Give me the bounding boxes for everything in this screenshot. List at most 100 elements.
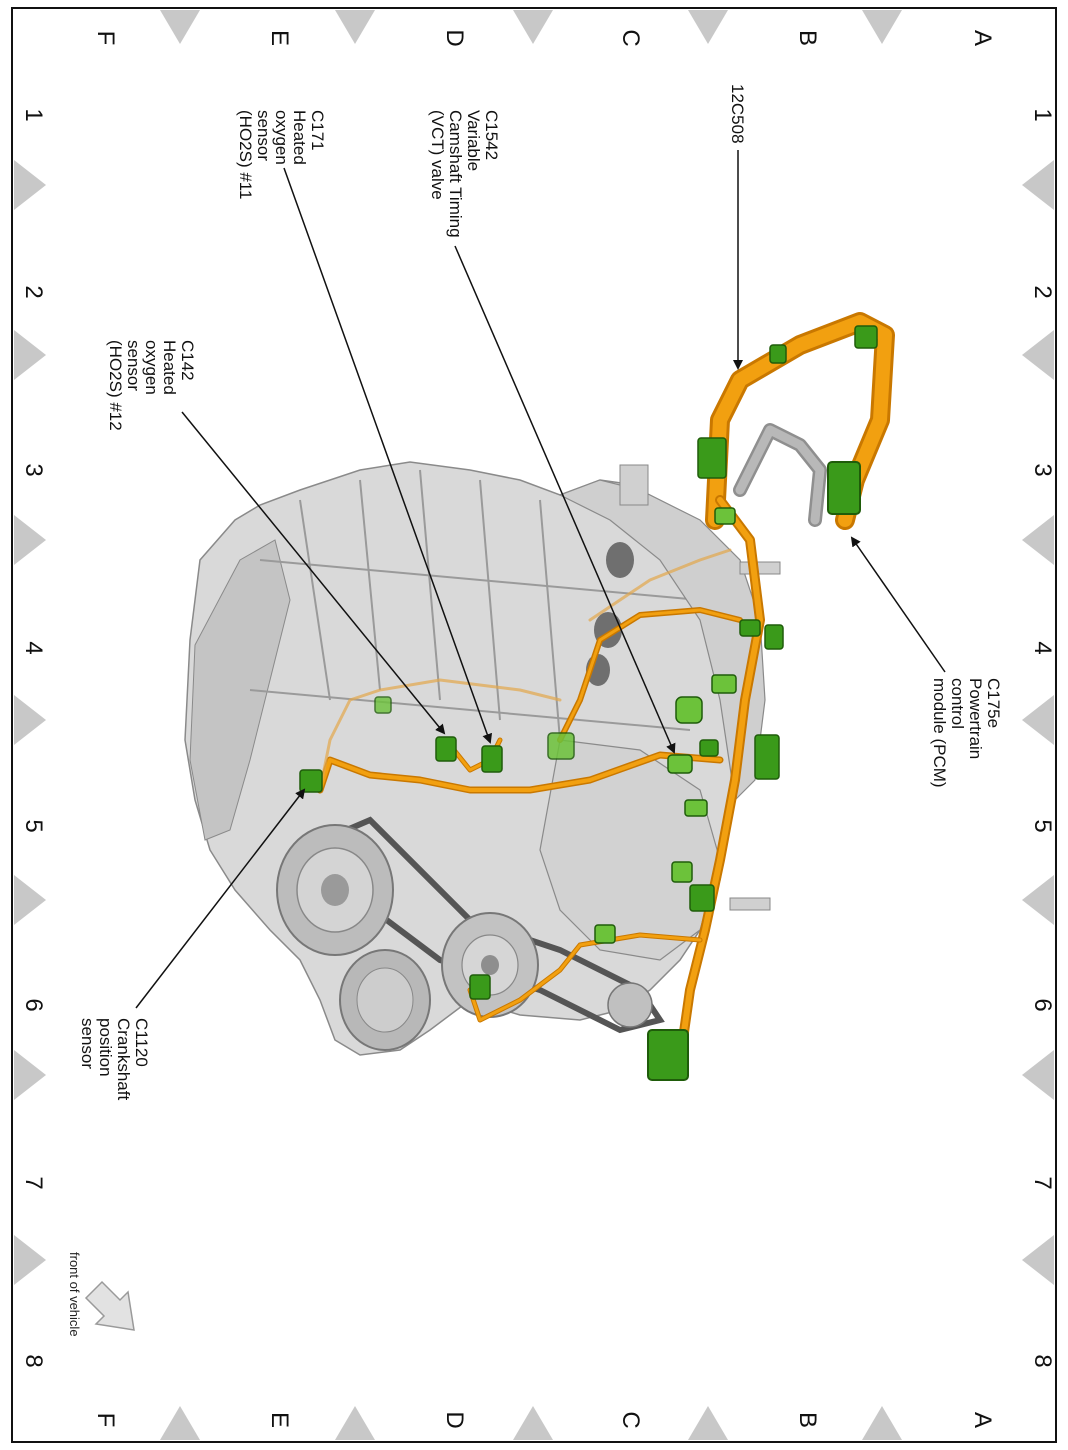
col-number-right-6: 6 — [1029, 998, 1056, 1011]
connector-right-3 — [711, 674, 737, 694]
connector-c1542 — [667, 754, 693, 774]
connector-c171 — [481, 745, 503, 773]
callout-c142-line-3: oxygen — [142, 340, 161, 395]
oil-pan — [189, 539, 291, 841]
connector-center-2 — [374, 696, 392, 714]
connector-mid-4 — [594, 924, 616, 944]
callout-12c508: 12C508 — [728, 84, 747, 144]
col-number-left-7: 7 — [20, 1176, 47, 1189]
callout-c1120-line-4: sensor — [78, 1018, 97, 1069]
row-letter-top-b: B — [794, 30, 821, 46]
connector-mid-2 — [671, 861, 693, 883]
callout-c142-line-5: (HO2S) #12 — [106, 340, 125, 431]
connector-top-4 — [714, 507, 736, 525]
col-number-right-4: 4 — [1029, 641, 1056, 654]
callout-c171: C171 Heated oxygen sensor (HO2S) #11 — [236, 110, 327, 199]
connector-right-2 — [764, 624, 784, 650]
callout-c142-line-4: sensor — [124, 340, 143, 391]
grid-column-numbers: 1 2 3 4 5 6 7 8 1 2 3 4 5 6 7 8 — [20, 108, 1056, 1367]
row-letter-top-c: C — [617, 29, 644, 46]
col-number-left-3: 3 — [20, 463, 47, 476]
connector-right-4 — [675, 696, 703, 724]
callout-c1120-line-3: position — [96, 1018, 115, 1077]
col-number-left-8: 8 — [20, 1354, 47, 1367]
connector-top-2 — [769, 344, 787, 364]
callout-c1120-line-2: Crankshaft — [114, 1018, 133, 1100]
crankshaft-pulley — [276, 824, 394, 956]
callout-c1542-line-3: Camshaft Timing — [446, 110, 465, 238]
callout-c171-line-1: C171 — [308, 110, 327, 151]
col-number-right-2: 2 — [1029, 285, 1056, 298]
front-of-vehicle-indicator: front of vehicle — [67, 1252, 135, 1337]
callout-c142-line-1: C142 — [178, 340, 197, 381]
callout-c171-line-5: (HO2S) #11 — [236, 110, 255, 199]
diagram-frame — [11, 7, 1057, 1443]
grid-triangles — [14, 10, 1054, 1440]
tensioner-pulley — [607, 982, 653, 1028]
col-number-left-2: 2 — [20, 285, 47, 298]
ac-compressor — [339, 949, 431, 1051]
connectors — [299, 325, 878, 1081]
col-number-right-1: 1 — [1029, 108, 1056, 121]
callout-c1120-line-1: C1120 — [132, 1018, 151, 1067]
connector-c142 — [435, 736, 457, 762]
callout-c1542-line-4: (VCT) valve — [428, 110, 447, 200]
col-number-left-6: 6 — [20, 998, 47, 1011]
callout-c171-line-2: Heated — [290, 110, 309, 165]
row-letter-top-e: E — [266, 30, 293, 46]
row-letter-top-d: D — [441, 29, 468, 46]
connector-mid-1 — [684, 799, 708, 817]
filler-neck — [619, 464, 649, 506]
leader-c171 — [283, 167, 493, 744]
connector-top-3 — [697, 437, 727, 479]
coolant-outlet-2 — [729, 897, 771, 911]
col-number-left-4: 4 — [20, 641, 47, 654]
row-letter-bottom-a: A — [969, 1412, 996, 1428]
connector-pulley-area — [469, 974, 491, 1000]
front-direction-arrow-icon — [84, 1280, 135, 1331]
callout-c171-line-3: oxygen — [272, 110, 291, 165]
leader-c1120 — [135, 788, 306, 1009]
connector-c1120 — [299, 769, 323, 793]
col-number-left-1: 1 — [20, 108, 47, 121]
accessory-pulley — [441, 912, 539, 1018]
front-of-vehicle-label: front of vehicle — [67, 1252, 82, 1337]
row-letter-top-f: F — [92, 31, 119, 46]
col-number-right-5: 5 — [1029, 819, 1056, 832]
row-letter-bottom-b: B — [794, 1412, 821, 1428]
leader-c175e — [850, 536, 946, 673]
connector-bottom — [647, 1029, 689, 1081]
callout-c175e-line-2: Powertrain — [966, 678, 985, 759]
callout-c142: C142 Heated oxygen sensor (HO2S) #12 — [106, 340, 197, 431]
grid-row-letters: A B C D E F A B C D E F — [92, 29, 996, 1428]
connector-top-1 — [854, 325, 878, 349]
callout-leaders — [135, 150, 946, 1009]
col-number-left-5: 5 — [20, 819, 47, 832]
wiring-harness — [316, 312, 895, 1065]
callout-c142-line-2: Heated — [160, 340, 179, 395]
leader-c142 — [181, 411, 446, 735]
callout-c175e-line-1: C175e — [984, 678, 1003, 728]
block-ribs — [249, 469, 701, 741]
col-number-right-7: 7 — [1029, 1176, 1056, 1189]
callout-12c508-line-1: 12C508 — [728, 84, 747, 144]
connector-c175e — [827, 461, 861, 515]
col-number-right-8: 8 — [1029, 1354, 1056, 1367]
callout-c1542-line-1: C1542 — [482, 110, 501, 160]
connector-center-1 — [547, 732, 575, 760]
callout-c1542-line-2: Variable — [464, 110, 483, 171]
connector-right-6 — [699, 739, 719, 757]
row-letter-bottom-f: F — [92, 1413, 119, 1428]
callout-c171-line-4: sensor — [254, 110, 273, 161]
leader-c1542 — [454, 245, 676, 754]
coolant-outlet-1 — [739, 561, 781, 575]
callout-c1120: C1120 Crankshaft position sensor — [78, 1018, 151, 1100]
row-letter-bottom-d: D — [441, 1411, 468, 1428]
row-letter-bottom-e: E — [266, 1412, 293, 1428]
col-number-right-3: 3 — [1029, 463, 1056, 476]
row-letter-top-a: A — [969, 30, 996, 46]
connector-right-1 — [739, 619, 761, 637]
connector-right-5 — [754, 734, 780, 780]
